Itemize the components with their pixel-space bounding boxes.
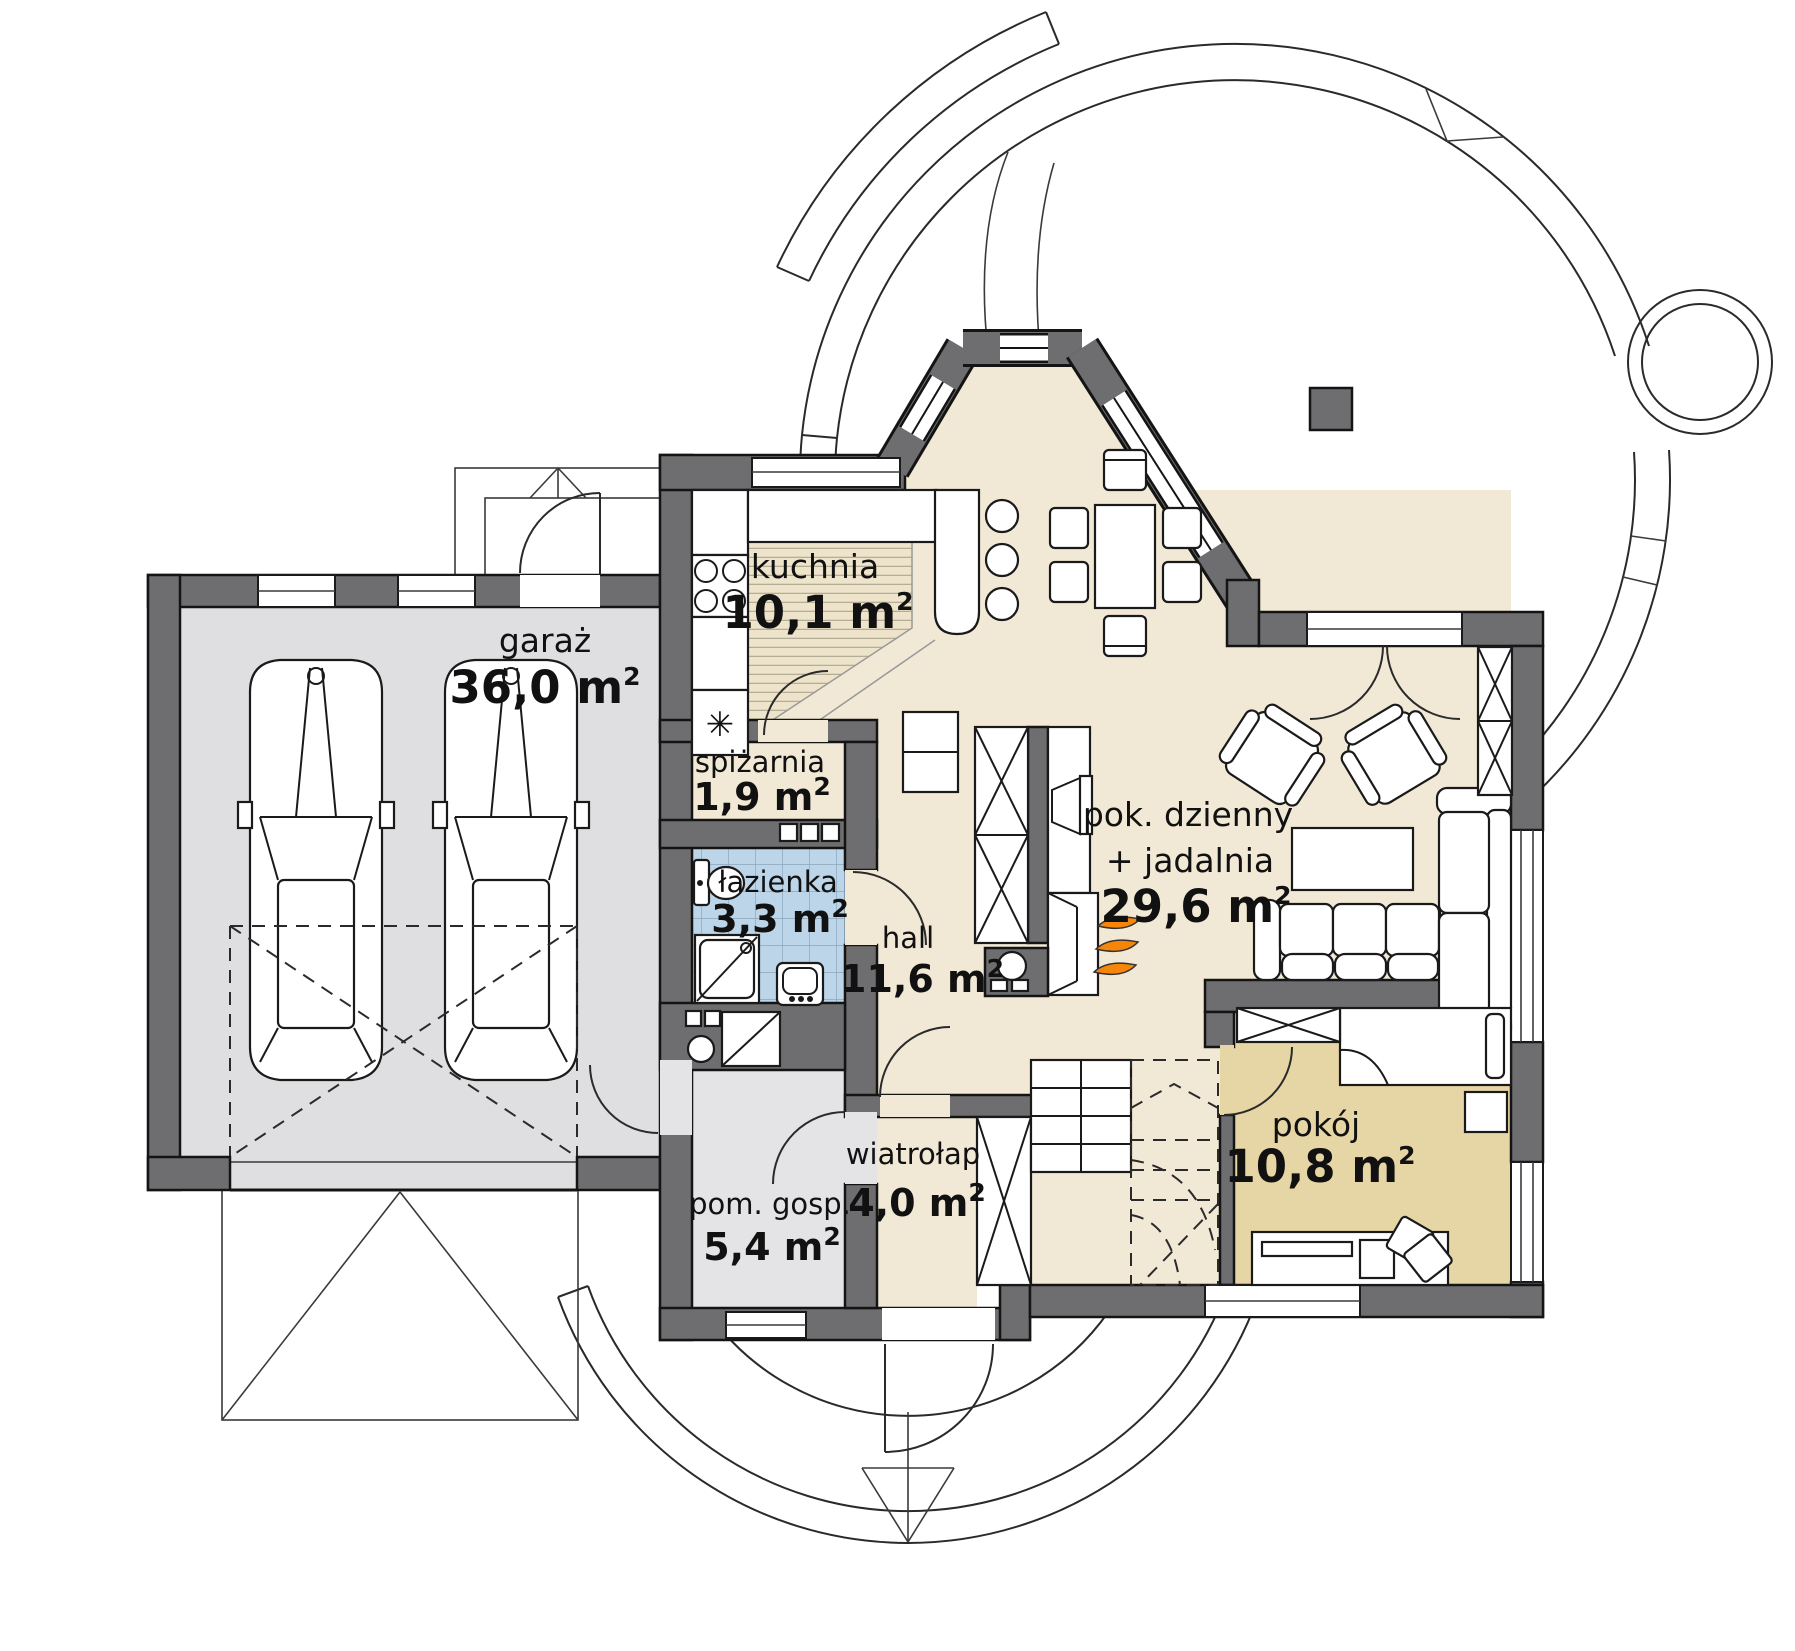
- garage-window: [397, 574, 476, 608]
- label-living-name-1: pok. dzienny: [1083, 795, 1293, 834]
- bar-stool-icon: [984, 586, 1020, 622]
- kitchen-peninsula: [933, 488, 981, 636]
- desk-chair-icon: [1385, 1215, 1453, 1283]
- boiler-niche: [684, 1009, 782, 1068]
- label-vestibule-area: 4,0 m2: [848, 1178, 986, 1225]
- chair-icon: [1161, 506, 1203, 550]
- canopy-door-opening: [520, 575, 600, 607]
- living-furniture: [1218, 645, 1514, 1042]
- utility-south-window: [725, 1311, 807, 1339]
- dining-table: [1093, 503, 1157, 610]
- coffee-table: [1290, 826, 1415, 892]
- room-labels: garaż 36,0 m2 kuchnia 10,1 m2 spiżarnia …: [450, 547, 1416, 1269]
- terrace-door-window: [1306, 611, 1463, 647]
- vestibule-door-opening: [880, 1095, 950, 1117]
- bedroom-east-window: [1510, 1161, 1544, 1283]
- car-icon: [236, 658, 396, 1082]
- loveseat-icon: [1435, 786, 1513, 1042]
- entry-door-opening: [882, 1308, 995, 1340]
- bedroom-door-opening: [1220, 1045, 1234, 1115]
- garage-utility-door-opening: [660, 1060, 692, 1135]
- bath-door-opening: [845, 870, 877, 945]
- label-hall-name: hall: [882, 921, 934, 955]
- label-bedroom-area: 10,8 m2: [1225, 1140, 1416, 1193]
- label-living-name-2: + jadalnia: [1106, 841, 1274, 880]
- terrace-ring-icon: [1627, 289, 1773, 435]
- chair-icon: [1048, 560, 1090, 604]
- label-garage-area: 36,0 m2: [450, 661, 641, 714]
- terrace-column: [1308, 386, 1354, 432]
- label-vestibule-name: wiatrołap: [846, 1137, 980, 1171]
- nightstand: [1463, 1090, 1509, 1134]
- living-east-window: [1510, 829, 1544, 1043]
- washer-squares-icon: [778, 822, 841, 843]
- bathroom-fixtures: [692, 822, 841, 1007]
- shelf-unit: [1476, 645, 1514, 797]
- label-pantry-name: spiżarnia: [695, 745, 825, 779]
- label-bathroom-name: łazienka: [718, 865, 838, 899]
- bedroom-wardrobe: [1235, 1006, 1342, 1044]
- stairs-dashed: [1130, 1059, 1219, 1286]
- garage-dashed-marks: [229, 925, 578, 1158]
- flame-icon: [1092, 916, 1142, 976]
- chair-icon: [1048, 506, 1090, 550]
- chair-icon: [1161, 560, 1203, 604]
- label-kitchen-area: 10,1 m2: [723, 586, 914, 639]
- label-hall-area: 11,6 m2: [840, 954, 1004, 1001]
- garage-window: [257, 574, 336, 608]
- door-swings: [519, 492, 1461, 1453]
- armchair-icon: [1340, 703, 1448, 806]
- utility-star-icon: ✳: [706, 705, 735, 745]
- label-pantry-area: 1,9 m2: [693, 772, 831, 819]
- armchair-icon: [1218, 703, 1326, 807]
- dining-set: [1048, 448, 1203, 658]
- sofa-icon: [1252, 898, 1468, 982]
- shower-icon: [693, 933, 761, 1005]
- car-icon: [431, 658, 591, 1082]
- chair-icon: [1102, 448, 1148, 492]
- hall-wardrobe: [973, 725, 1030, 945]
- tv-icon: [1051, 774, 1094, 836]
- label-utility-name: pom. gosp.: [689, 1187, 851, 1221]
- bar-stool-icon: [984, 498, 1020, 534]
- utility-floor: [692, 1070, 845, 1308]
- bed-icon: [1338, 1006, 1513, 1087]
- label-utility-area: 5,4 m2: [703, 1222, 841, 1269]
- label-kitchen-name: kuchnia: [751, 547, 879, 586]
- label-garage-name: garaż: [499, 621, 591, 660]
- drain-icon: [686, 1034, 716, 1064]
- bar-stool-icon: [984, 542, 1020, 578]
- stove-icon: [690, 553, 750, 619]
- windows: [257, 457, 1544, 1340]
- bedroom-south-window: [1204, 1284, 1361, 1318]
- stairs: [1029, 1058, 1219, 1286]
- tv-cabinet: [1046, 725, 1094, 895]
- fireplace: [983, 891, 1142, 998]
- kitchen-counters: ✳: [690, 488, 1020, 794]
- label-living-area: 29,6 m2: [1101, 880, 1292, 933]
- label-bathroom-area: 3,3 m2: [711, 894, 849, 941]
- vestibule-closet: [975, 1115, 1033, 1287]
- kitchen-window: [751, 457, 901, 488]
- garage-door: [230, 1157, 577, 1192]
- toilet-icon: [692, 858, 746, 907]
- pantry-door-opening: [758, 720, 828, 742]
- bedroom-furniture: [1235, 1006, 1513, 1287]
- terrace-arrow-icon: [1425, 88, 1667, 586]
- label-bedroom-name: pokój: [1272, 1105, 1360, 1144]
- chair-icon: [1102, 614, 1148, 658]
- sink-icon: [775, 961, 825, 1007]
- terrace-outline: [776, 11, 1773, 804]
- entrance-arrow-icon: [861, 1412, 955, 1543]
- utility-door-opening: [845, 1112, 877, 1184]
